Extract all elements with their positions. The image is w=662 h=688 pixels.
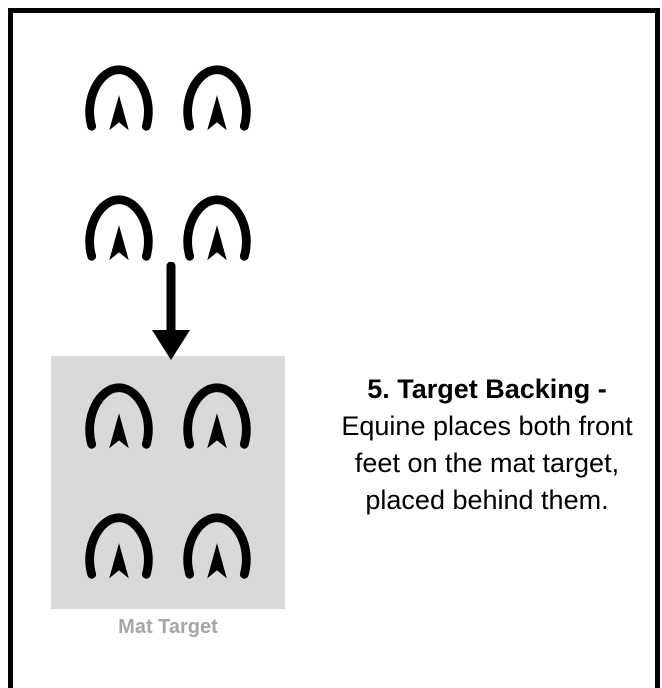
hoof-print-icon [183,195,251,261]
step-title: 5. Target Backing - [367,374,607,404]
hoof-print-icon [85,195,153,261]
step-description: Equine places both front feet on the mat… [341,411,633,515]
step-description-block: 5. Target Backing - Equine places both f… [320,371,654,519]
mat-target-label: Mat Target [118,616,218,638]
hoof-print-icon [85,383,153,449]
hoof-print-icon [183,513,251,579]
arrow-down-icon [152,262,190,360]
hoof-print-icon [85,65,153,131]
hoof-print-icon [183,65,251,131]
hoof-print-icon [183,383,251,449]
hoof-print-icon [85,513,153,579]
